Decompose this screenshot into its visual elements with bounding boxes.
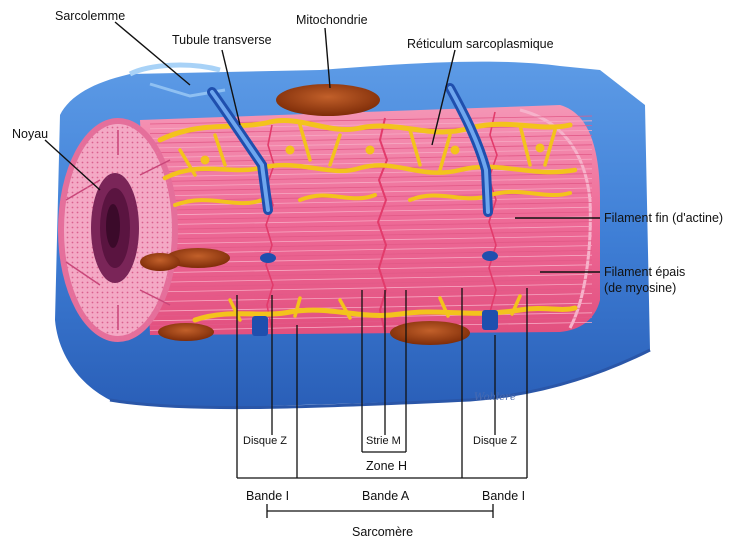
label-zone-h: Zone H <box>366 459 407 473</box>
label-filament-epais-sub: (de myosine) <box>604 281 676 295</box>
label-noyau: Noyau <box>12 127 48 141</box>
fiber-cross-section <box>58 118 178 342</box>
label-strie-m: Strie M <box>366 435 401 447</box>
label-disque-z-left: Disque Z <box>243 435 287 447</box>
label-bande-i-right: Bande I <box>482 489 525 503</box>
label-mitochondrie: Mitochondrie <box>296 13 368 27</box>
label-bande-a: Bande A <box>362 489 410 503</box>
label-bande-i-left: Bande I <box>246 489 289 503</box>
artist-signature: Wohlere <box>474 392 516 403</box>
label-sarcolemme: Sarcolemme <box>55 9 125 23</box>
label-sarcomere: Sarcomère <box>352 525 413 539</box>
label-disque-z-right: Disque Z <box>473 435 517 447</box>
label-tubule-transverse: Tubule transverse <box>172 33 272 47</box>
label-filament-fin: Filament fin (d'actine) <box>604 211 723 225</box>
label-filament-epais: Filament épais <box>604 265 685 279</box>
label-reticulum: Réticulum sarcoplasmique <box>407 37 554 51</box>
myofibril-bundle <box>140 105 600 335</box>
